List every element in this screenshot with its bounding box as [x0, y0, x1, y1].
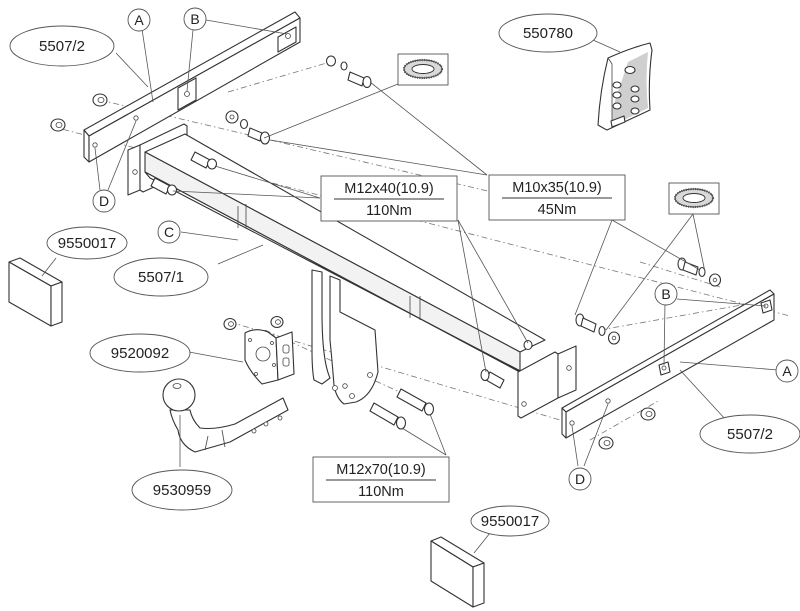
- part-label-5507-2-right: 5507/2: [699, 414, 800, 454]
- bolt-head-icon: [480, 368, 490, 382]
- torque-text: 110Nm: [358, 484, 404, 500]
- bolt-spec-m10x35: M10x35(10.9) 45Nm: [488, 174, 626, 221]
- b-weld-nut-right-mid: [658, 361, 671, 376]
- m12x70-bolt-upper: [396, 388, 435, 416]
- part-label-5507-2-left: 5507/2: [9, 25, 115, 67]
- part-number-text: 9530959: [153, 482, 211, 499]
- flange-nut-icon: [50, 118, 66, 132]
- leader-lines: [41, 19, 779, 554]
- part-label-9520092: 9520092: [89, 333, 191, 373]
- svg-text:B: B: [190, 11, 199, 27]
- right-side-bracket: [561, 289, 775, 439]
- flange-nut-icon: [640, 407, 656, 421]
- part-number-text: 5507/1: [138, 269, 184, 286]
- svg-text:A: A: [134, 12, 144, 28]
- bolt-head-icon: [395, 416, 407, 430]
- cover-block-left: [8, 257, 63, 327]
- m12x40-bolt-left-upper: [190, 151, 218, 170]
- part-label-9530959: 9530959: [131, 469, 233, 511]
- m12x40-bolt-right-upper: [523, 339, 533, 351]
- bolt-spec-m12x70: M12x70(10.9) 110Nm: [312, 456, 450, 503]
- ref-letter-a-right: A: [775, 359, 799, 383]
- ref-letter-b-left: B: [183, 7, 207, 31]
- serrated-lock-washer-icon: [402, 58, 444, 80]
- bolt-spec-m12x40: M12x40(10.9) 110Nm: [320, 175, 458, 222]
- bolt-head-icon: [523, 339, 533, 351]
- bolt-size-text: M12x70(10.9): [336, 462, 425, 478]
- svg-text:D: D: [575, 471, 585, 487]
- m12x40-bolt-left-lower: [150, 177, 178, 196]
- torque-text: 110Nm: [366, 203, 412, 219]
- ref-letter-d-right: D: [568, 467, 592, 491]
- part-number-text: 9550017: [58, 235, 116, 252]
- main-crossbar: [127, 123, 577, 419]
- flange-nut-icon: [598, 436, 614, 450]
- flange-nut-icon: [223, 317, 237, 331]
- bolt-head-icon: [166, 184, 178, 196]
- left-m10-bolt-set-upper: [325, 55, 372, 89]
- left-m10-bolt-set-lower: [225, 110, 271, 145]
- bolt-head-icon: [423, 402, 435, 416]
- bolt-head-icon: [362, 75, 372, 89]
- left-side-bracket: [83, 11, 301, 163]
- part-label-5507-1: 5507/1: [113, 257, 209, 297]
- bolt-head-icon: [206, 158, 218, 170]
- serrated-lock-washer-icon: [673, 187, 715, 209]
- svg-text:C: C: [164, 224, 174, 240]
- right-m10-bolt-set-upper: [677, 257, 722, 287]
- right-flange-nuts: [598, 407, 656, 450]
- part-label-9550017-bottom: 9550017: [470, 505, 550, 537]
- flange-nut-icon: [270, 315, 284, 329]
- torque-text: 45Nm: [538, 202, 577, 218]
- ref-letter-a-left: A: [127, 8, 151, 32]
- hitch-drop-brackets: [311, 269, 379, 405]
- part-number-text: 9520092: [111, 345, 169, 362]
- cover-block-bottom: [430, 536, 485, 608]
- left-flange-nuts: [50, 93, 108, 132]
- part-label-550780: 550780: [498, 13, 598, 53]
- electrical-kit-bag: [597, 42, 653, 131]
- b-weld-nut-plate-left-top: [277, 26, 297, 53]
- part-number-text: 5507/2: [727, 426, 773, 443]
- svg-text:D: D: [99, 193, 109, 209]
- svg-text:B: B: [661, 286, 670, 302]
- ref-letter-d-left: D: [92, 189, 116, 213]
- b-weld-nut-right-end: [760, 299, 773, 314]
- part-number-text: 9550017: [481, 513, 539, 530]
- tow-ball-neck: [162, 378, 289, 453]
- m12x70-bolt-lower: [369, 402, 407, 430]
- bolt-size-text: M10x35(10.9): [512, 180, 601, 196]
- tow-ball-icon: [162, 378, 196, 412]
- ref-letter-b-right: B: [654, 282, 678, 306]
- m12x40-bolt-right-lower: [480, 368, 505, 389]
- lock-washer-detail-right: [668, 182, 720, 215]
- svg-text:A: A: [782, 363, 792, 379]
- bolt-size-text: M12x40(10.9): [344, 181, 433, 197]
- crossbar-right-end-plate: [517, 351, 559, 419]
- ref-letter-c: C: [157, 220, 181, 244]
- flange-nut-icon: [92, 93, 108, 107]
- socket-mounting-plate: [223, 315, 295, 385]
- right-m10-bolt-set-lower: [575, 313, 621, 345]
- lock-washer-detail-top: [397, 53, 449, 86]
- part-number-text: 550780: [523, 25, 573, 42]
- part-label-9550017-left: 9550017: [46, 226, 128, 260]
- part-number-text: 5507/2: [39, 38, 85, 55]
